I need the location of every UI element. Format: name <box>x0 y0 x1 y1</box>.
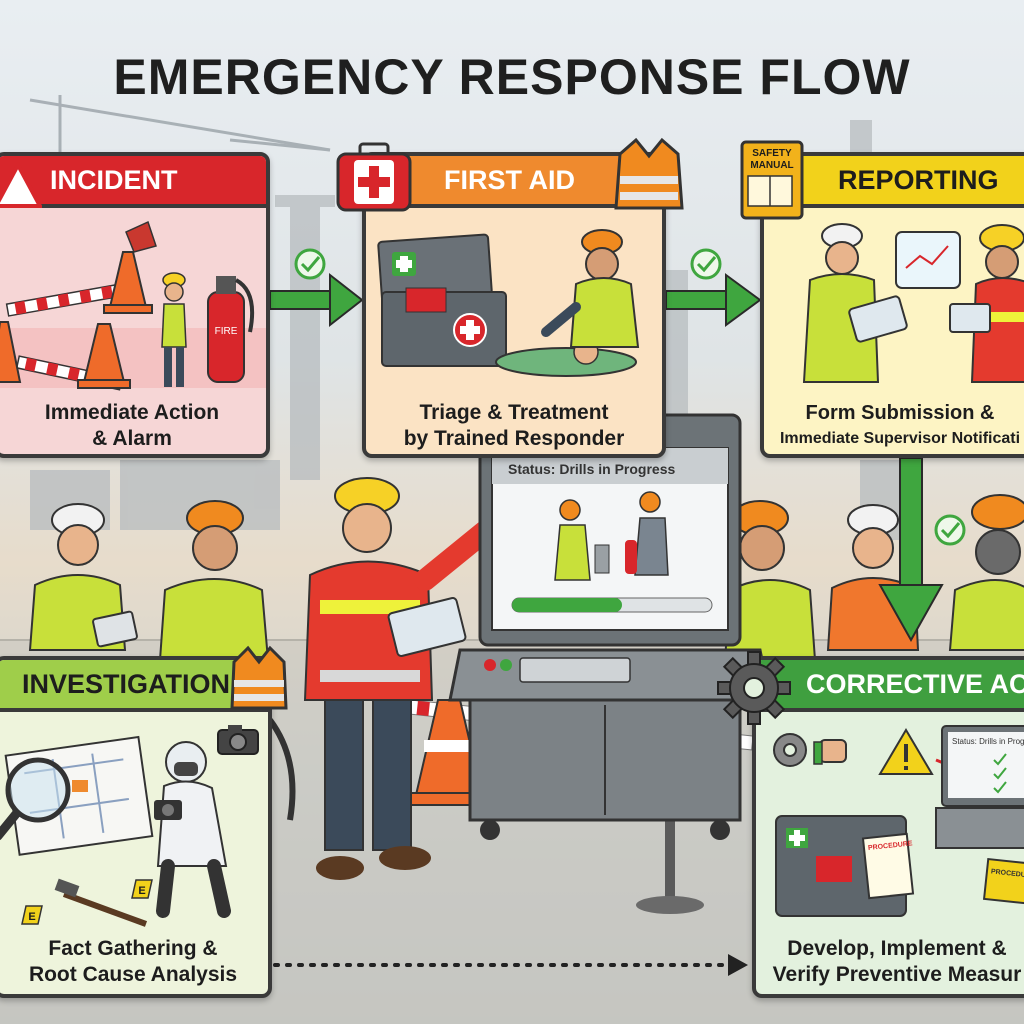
caption-line: Verify Preventive Measur <box>772 963 1022 986</box>
reporting-scene <box>802 223 1024 383</box>
gear-icon <box>773 733 807 767</box>
caption-line: Immediate Supervisor Notificati <box>779 430 1021 447</box>
procedure-label: PROCEDURE <box>991 868 1024 880</box>
step-investigation-header: INVESTIGATION <box>0 660 268 712</box>
page-title: EMERGENCY RESPONSE FLOW <box>113 49 911 105</box>
check-circle-icon <box>690 248 722 280</box>
gear-icon <box>717 651 791 725</box>
step-first-aid-header: FIRST AID <box>366 156 662 208</box>
caption-line: by Trained Responder <box>403 427 625 450</box>
mini-monitor-status: Status: Drills in Progress <box>952 737 1024 746</box>
incident-scene: FIRE <box>0 220 266 391</box>
step-investigation-caption: Fact Gathering & Root Cause Analysis <box>0 936 268 988</box>
step-corrective-action: CORRECTIVE ACTION Status: Drills in Prog… <box>752 656 1024 998</box>
safety-vest-icon <box>614 137 684 210</box>
caption-line: Root Cause Analysis <box>28 963 238 986</box>
thumbs-up-icon <box>813 739 847 765</box>
camera-icon <box>217 725 259 755</box>
drill-progress-fill <box>512 598 622 612</box>
caption-line: Develop, Implement & <box>787 937 1007 960</box>
caption-line: & Alarm <box>92 427 172 450</box>
first-aid-kit-icon <box>336 142 412 212</box>
flow-arrow-reporting-to-corrective <box>878 457 944 643</box>
caption-line: Fact Gathering & <box>48 937 218 960</box>
procedure-label: PROCEDURE <box>868 840 914 852</box>
flow-arrow-incident-to-first-aid <box>269 272 364 328</box>
step-first-aid-caption: Triage & Treatment by Trained Responder <box>366 400 662 452</box>
step-reporting-caption: Form Submission & Immediate Supervisor N… <box>764 400 1024 452</box>
warning-icon <box>878 728 934 775</box>
check-circle-icon <box>934 514 966 546</box>
worker-figure <box>723 500 817 661</box>
flow-arrow-first-aid-to-reporting <box>665 273 762 327</box>
worker-figure <box>948 494 1024 651</box>
caption-line: Form Submission & <box>805 402 995 424</box>
caption-line: Triage & Treatment <box>419 401 609 424</box>
monitor-status: Status: Drills in Progress <box>508 461 675 477</box>
check-circle-icon <box>294 248 326 280</box>
warning-icon <box>0 162 42 208</box>
manual-label: MANUAL <box>750 160 793 171</box>
corrective-action-scene: Status: Drills in Progress PROCEDURE PRO… <box>773 725 1024 917</box>
worker-figure <box>28 503 138 651</box>
evidence-marker: E <box>28 911 35 923</box>
step-incident-caption: Immediate Action & Alarm <box>0 400 266 452</box>
worker-figure <box>158 500 270 661</box>
first-aid-scene <box>377 229 640 377</box>
investigation-scene: E E <box>0 735 231 927</box>
extinguisher-label: FIRE <box>215 326 238 337</box>
step-incident-header: INCIDENT <box>0 156 266 208</box>
safety-manual-icon: SAFETY MANUAL <box>740 140 804 220</box>
step-reporting-header: REPORTING <box>764 156 1024 208</box>
step-incident: INCIDENT FIRE Immed <box>0 152 270 458</box>
safety-vest-icon <box>230 645 288 710</box>
step-first-aid: FIRST AID Triage & Treatment by Trained … <box>362 152 666 458</box>
evidence-marker: E <box>138 885 145 897</box>
caption-line: Immediate Action <box>44 401 220 424</box>
step-corrective-action-caption: Develop, Implement & Verify Preventive M… <box>756 936 1024 988</box>
step-reporting: REPORTING Form Submission & Immediate Su… <box>760 152 1024 458</box>
supervisor-figure <box>303 477 516 880</box>
step-corrective-action-header: CORRECTIVE ACTION <box>756 660 1024 712</box>
manual-label: SAFETY <box>752 148 792 159</box>
step-investigation: INVESTIGATION E E Fact Gathering & Root … <box>0 656 272 998</box>
